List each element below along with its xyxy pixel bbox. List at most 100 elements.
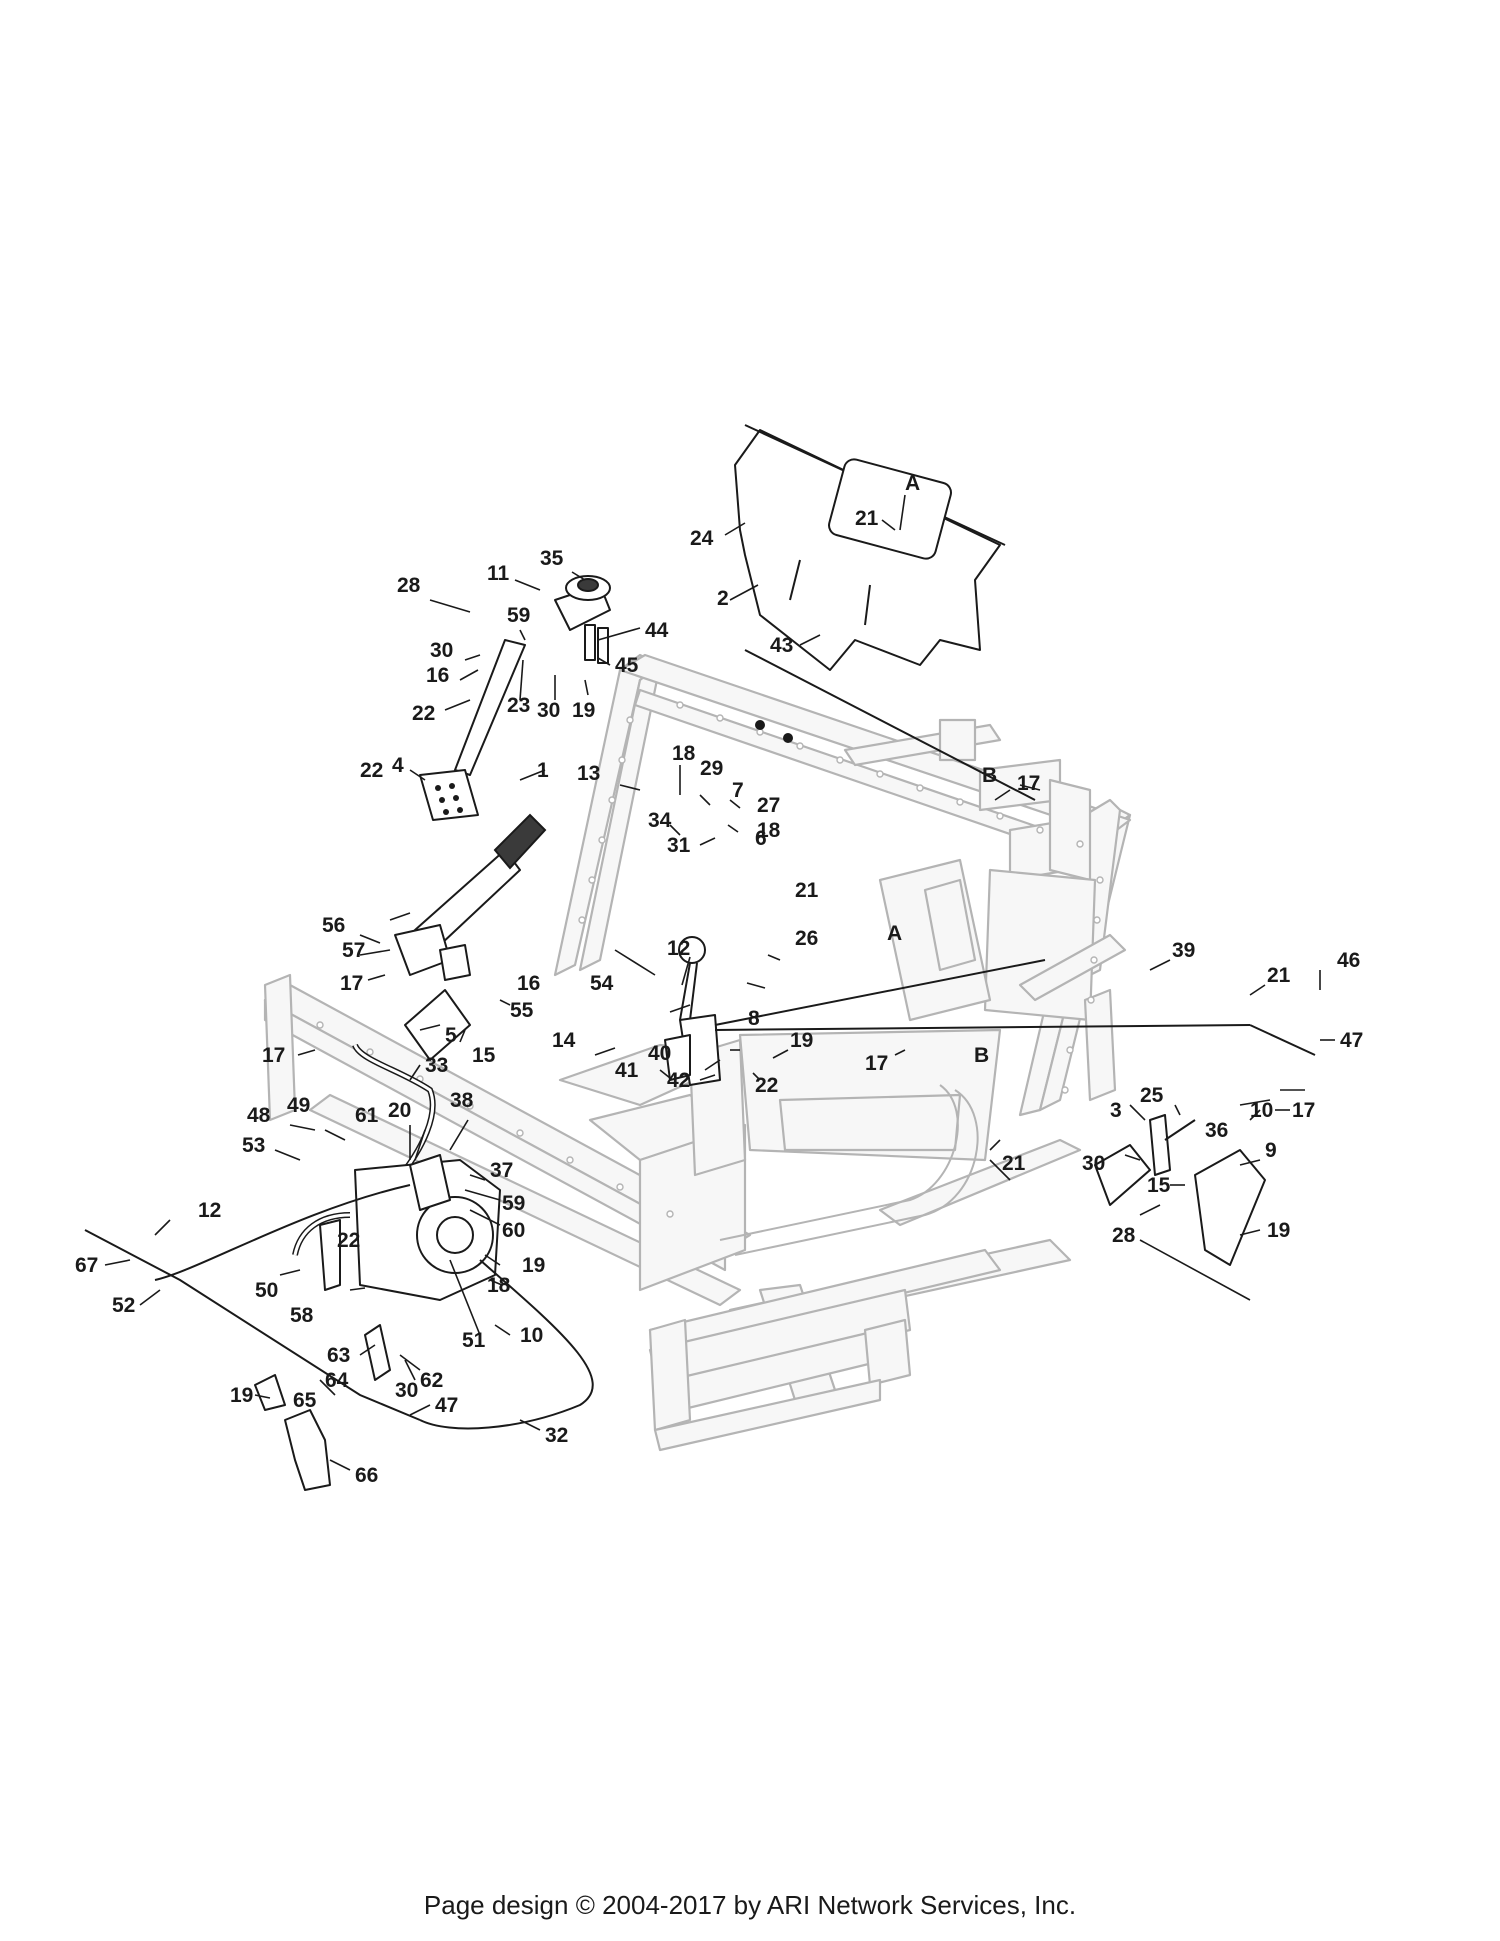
callout-39: 39 bbox=[1172, 939, 1195, 962]
callout-51: 51 bbox=[462, 1329, 486, 1352]
callout-21: 21 bbox=[795, 879, 819, 902]
callout-22: 22 bbox=[360, 759, 383, 782]
callout-45: 45 bbox=[615, 654, 639, 677]
callout-17: 17 bbox=[1017, 772, 1040, 795]
callout-16: 16 bbox=[517, 972, 540, 995]
callout-30: 30 bbox=[395, 1379, 418, 1402]
callout-47: 47 bbox=[1340, 1029, 1363, 1052]
callout-20: 20 bbox=[388, 1099, 411, 1122]
callout-59: 59 bbox=[502, 1192, 525, 1215]
callout-17: 17 bbox=[340, 972, 363, 995]
callout-19: 19 bbox=[230, 1384, 253, 1407]
callout-16: 16 bbox=[426, 664, 449, 687]
callout-63: 63 bbox=[327, 1344, 350, 1367]
callout-62: 62 bbox=[420, 1369, 443, 1392]
callout-17: 17 bbox=[262, 1044, 285, 1067]
callout-40: 40 bbox=[648, 1042, 671, 1065]
callout-21: 21 bbox=[1002, 1152, 1026, 1175]
callout-30: 30 bbox=[537, 699, 560, 722]
callout-60: 60 bbox=[502, 1219, 525, 1242]
shift-rod bbox=[714, 1024, 1251, 1031]
callout-32: 32 bbox=[545, 1424, 568, 1447]
callout-37: 37 bbox=[490, 1159, 513, 1182]
callout-24: 24 bbox=[690, 527, 714, 550]
callout-58: 58 bbox=[290, 1304, 314, 1327]
callout-22: 22 bbox=[412, 702, 435, 725]
callout-66: 66 bbox=[355, 1464, 378, 1487]
callout-13: 13 bbox=[577, 762, 600, 785]
callout-8: 8 bbox=[748, 1007, 760, 1030]
callout-labels: A B A B 21 24 2 43 35 11 28 59 44 45 30 … bbox=[75, 472, 1363, 1487]
brake-pedal-arm bbox=[454, 639, 526, 776]
chassis-frame bbox=[263, 653, 1132, 1452]
callout-7: 7 bbox=[732, 779, 744, 802]
callout-55: 55 bbox=[510, 999, 534, 1022]
callout-36: 36 bbox=[1205, 1119, 1228, 1142]
callout-49: 49 bbox=[287, 1094, 310, 1117]
callout-18: 18 bbox=[757, 819, 781, 842]
brake-pedal bbox=[419, 769, 479, 821]
callout-31: 31 bbox=[667, 834, 691, 857]
callout-19: 19 bbox=[790, 1029, 813, 1052]
callout-41: 41 bbox=[615, 1059, 639, 1082]
callout-52: 52 bbox=[112, 1294, 135, 1317]
callout-30: 30 bbox=[1082, 1152, 1105, 1175]
callout-56: 56 bbox=[322, 914, 345, 937]
callout-10: 10 bbox=[520, 1324, 543, 1347]
callout-25: 25 bbox=[1140, 1084, 1164, 1107]
callout-10: 10 bbox=[1250, 1099, 1273, 1122]
callout-15: 15 bbox=[472, 1044, 496, 1067]
callout-53: 53 bbox=[242, 1134, 265, 1157]
callout-42: 42 bbox=[667, 1069, 690, 1092]
callout-18: 18 bbox=[487, 1274, 511, 1297]
callout-B: B bbox=[974, 1044, 989, 1067]
callout-18: 18 bbox=[672, 742, 696, 765]
callout-22: 22 bbox=[755, 1074, 778, 1097]
component-parts bbox=[84, 424, 1316, 1491]
callout-47: 47 bbox=[435, 1394, 458, 1417]
callout-11: 11 bbox=[487, 562, 510, 585]
callout-A: A bbox=[887, 922, 902, 945]
callout-28: 28 bbox=[397, 574, 421, 597]
mounting-bracket bbox=[284, 1409, 331, 1491]
callout-19: 19 bbox=[1267, 1219, 1290, 1242]
callout-34: 34 bbox=[648, 809, 672, 832]
callout-5: 5 bbox=[445, 1024, 457, 1047]
callout-19: 19 bbox=[572, 699, 595, 722]
callout-2: 2 bbox=[717, 587, 729, 610]
callout-21: 21 bbox=[1267, 964, 1291, 987]
leader-lines bbox=[104, 494, 1335, 1471]
callout-17: 17 bbox=[1292, 1099, 1315, 1122]
callout-4: 4 bbox=[392, 754, 404, 777]
callout-65: 65 bbox=[293, 1389, 317, 1412]
callout-1: 1 bbox=[537, 759, 549, 782]
callout-9: 9 bbox=[1265, 1139, 1277, 1162]
callout-29: 29 bbox=[700, 757, 723, 780]
callout-21: 21 bbox=[855, 507, 879, 530]
callout-3: 3 bbox=[1110, 1099, 1122, 1122]
callout-15: 15 bbox=[1147, 1174, 1171, 1197]
callout-64: 64 bbox=[325, 1369, 349, 1392]
callout-48: 48 bbox=[247, 1104, 271, 1127]
callout-57: 57 bbox=[342, 939, 365, 962]
callout-38: 38 bbox=[450, 1089, 474, 1112]
callout-43: 43 bbox=[770, 634, 793, 657]
callout-35: 35 bbox=[540, 547, 564, 570]
callout-A: A bbox=[905, 472, 920, 495]
callout-30: 30 bbox=[430, 639, 453, 662]
callout-50: 50 bbox=[255, 1279, 278, 1302]
callout-12: 12 bbox=[667, 937, 690, 960]
callout-67: 67 bbox=[75, 1254, 98, 1277]
accelerator-pedal bbox=[1094, 1144, 1151, 1206]
callout-54: 54 bbox=[590, 972, 614, 995]
callout-46: 46 bbox=[1337, 949, 1360, 972]
callout-17: 17 bbox=[865, 1052, 888, 1075]
rear-panel bbox=[734, 429, 1001, 671]
callout-44: 44 bbox=[645, 619, 669, 642]
callout-61: 61 bbox=[355, 1104, 379, 1127]
callout-12: 12 bbox=[198, 1199, 221, 1222]
callout-28: 28 bbox=[1112, 1224, 1136, 1247]
callout-33: 33 bbox=[425, 1054, 448, 1077]
callout-19: 19 bbox=[522, 1254, 545, 1277]
